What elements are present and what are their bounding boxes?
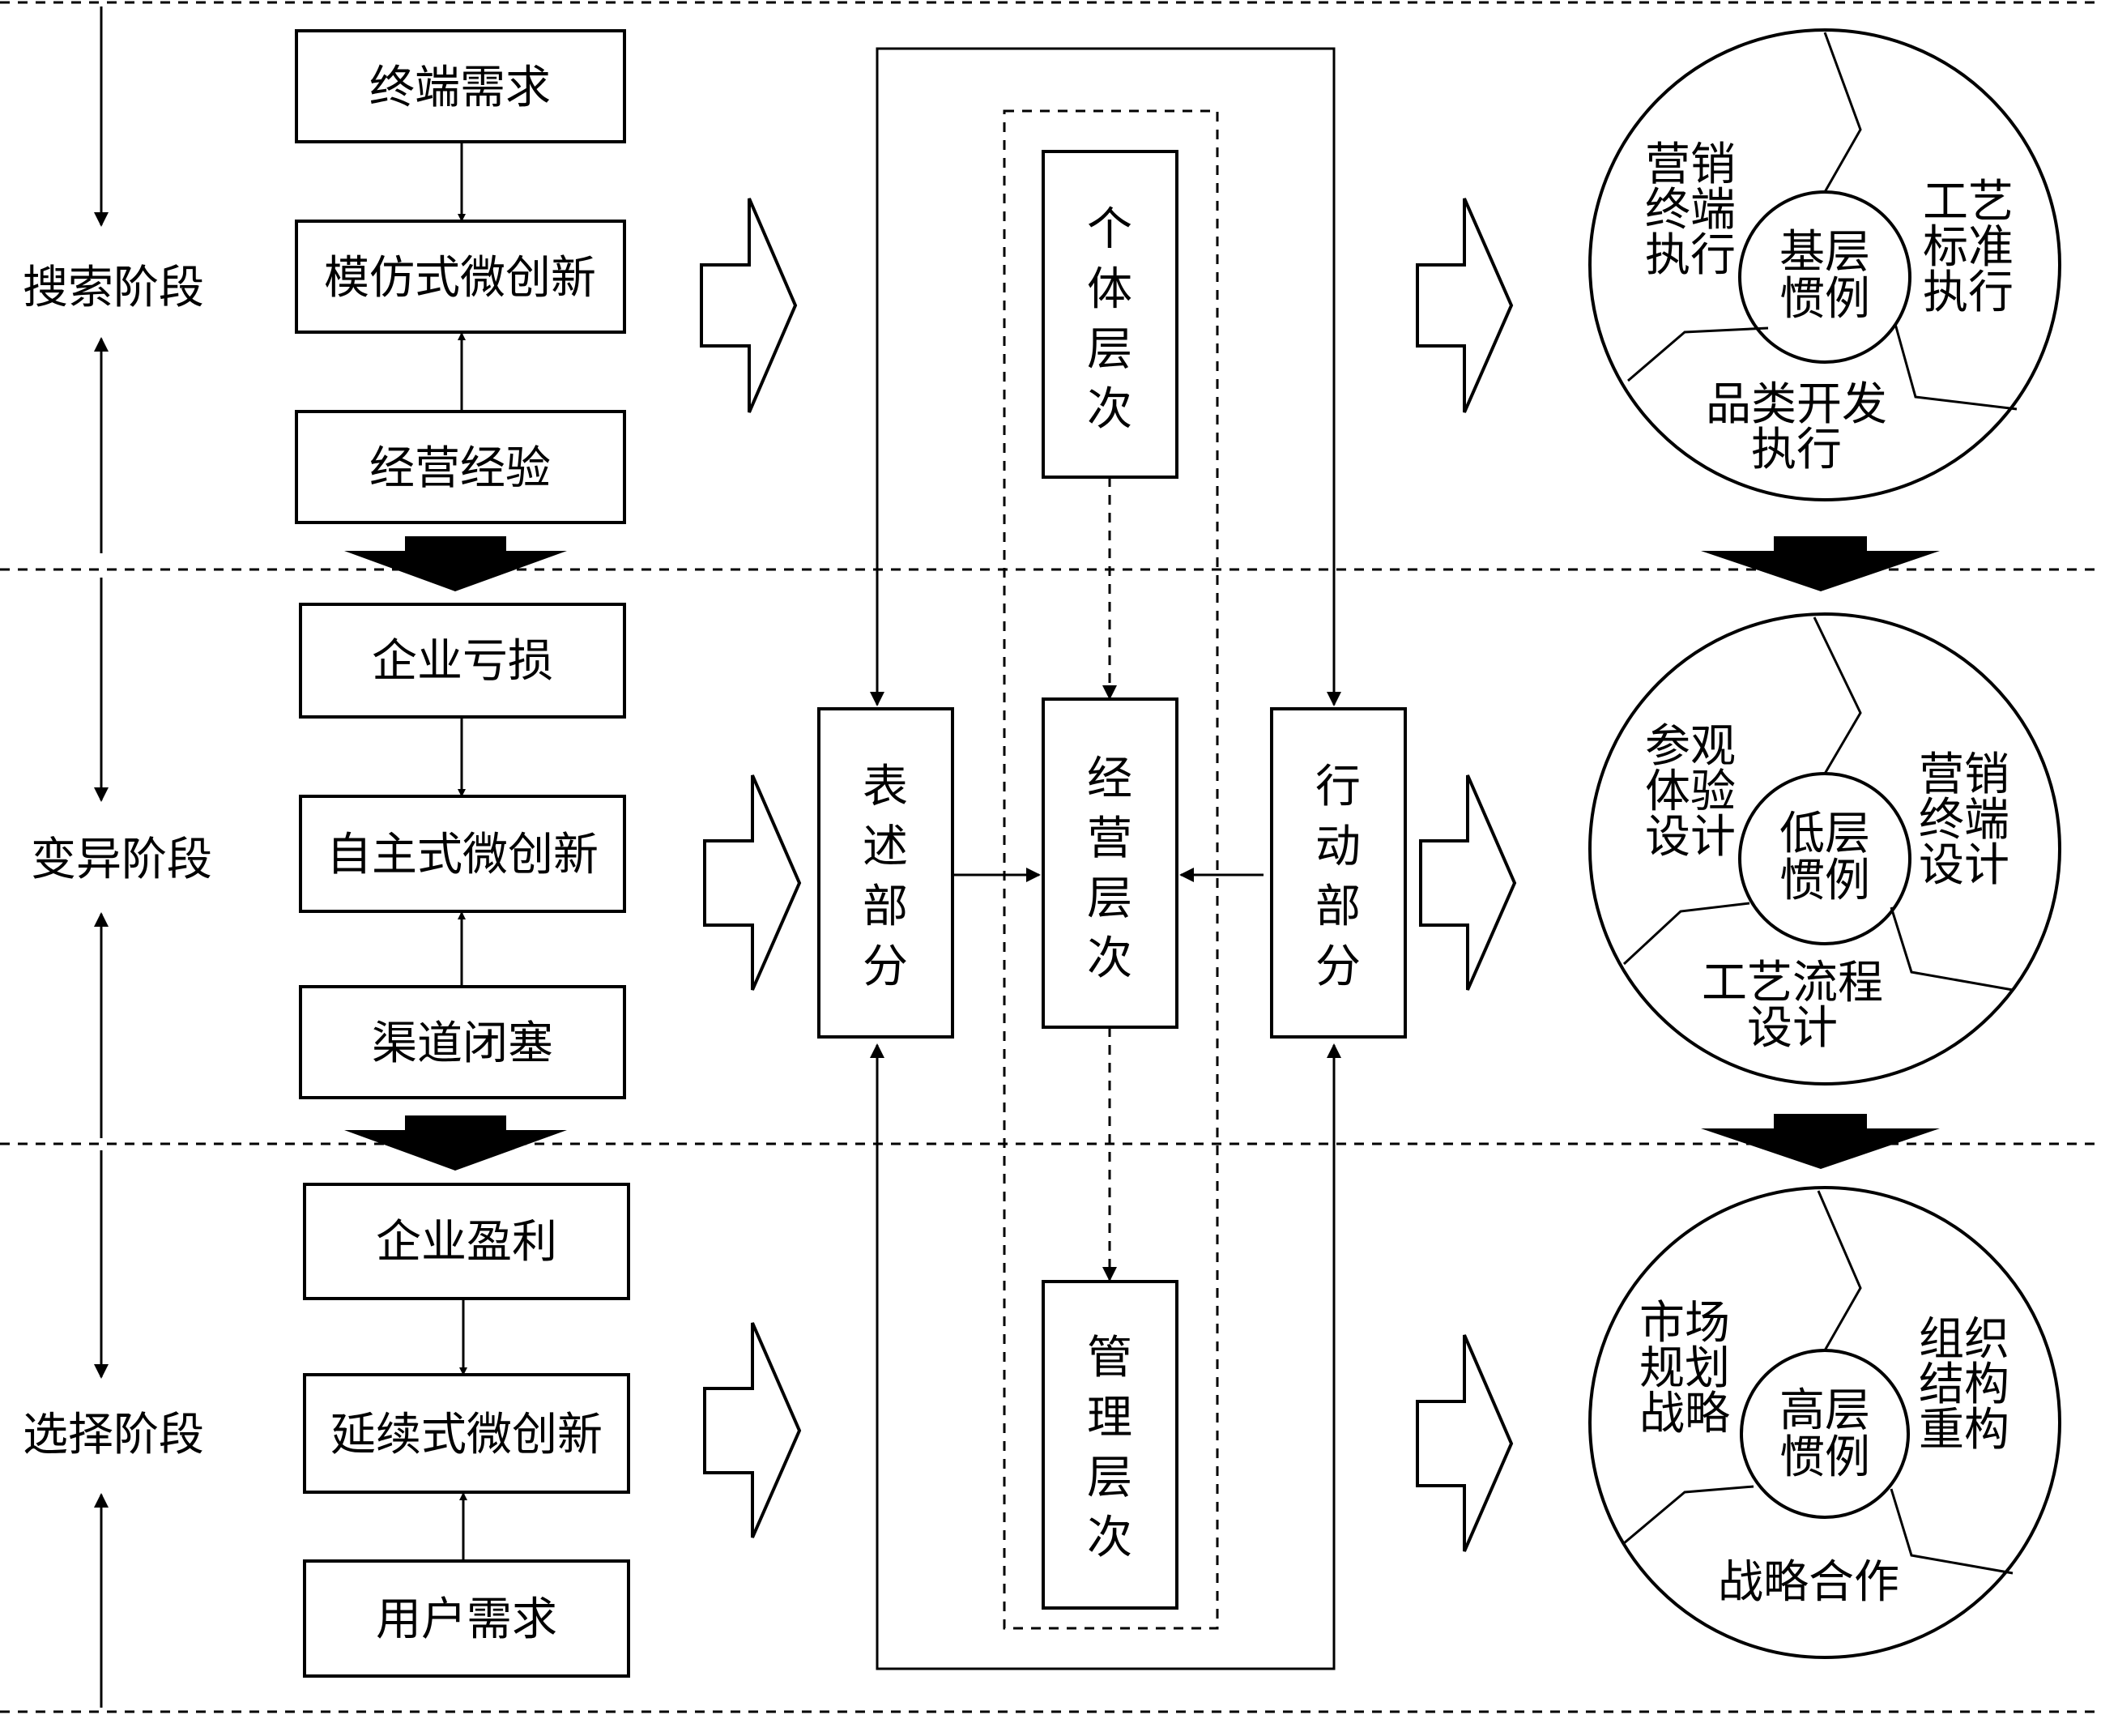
circle-3-center-label: 高层惯例 [1779,1384,1870,1484]
node-enterprise-profit-label: 企业盈利 [376,1216,557,1269]
transition-arrow-left-1 [344,536,567,591]
node-autonomous-micro-innovation-label: 自主式微创新 [326,829,599,881]
node-ostensive-part-label: 表述部分 [863,761,908,993]
circle-2-divider-2 [1622,902,1750,966]
node-continuous-micro-innovation-label: 延续式微创新 [330,1409,603,1461]
stage-label-selection: 选择阶段 [23,1409,204,1461]
center-structure: 个体层次 经营层次 管理层次 表述部分 行动部分 [817,47,1407,1670]
node-individual-level [1042,150,1178,479]
circle-1-segment-right: 工艺标准执行 [1923,176,2014,319]
node-terminal-demand-label: 终端需求 [369,62,551,114]
node-business-experience-label: 经营经验 [369,442,551,495]
circle-3-segment-right: 组织结构重构 [1919,1313,2009,1457]
node-individual-level-label: 个体层次 [1087,203,1132,436]
circle-2-divider-3 [1890,906,2014,992]
node-enterprise-loss [299,603,626,719]
node-management-level [1042,1280,1178,1610]
node-performative-part [1270,707,1407,1039]
node-channel-blocked-label: 渠道闭塞 [372,1017,553,1070]
circle-2-center-label: 低层惯例 [1779,808,1870,907]
node-enterprise-profit [303,1183,630,1300]
node-imitative-micro-innovation-label: 模仿式微创新 [324,252,596,305]
circle-1-segment-left: 营销终端执行 [1645,139,1736,282]
node-business-experience [295,410,626,524]
node-channel-blocked [299,985,626,1099]
circle-1-divider-2 [1627,326,1769,382]
outer-frame-bottom [876,1045,1336,1670]
left-group-search: 终端需求 模仿式微创新 经营经验 [295,29,626,591]
circle-3-divider-1 [1817,1190,1862,1351]
block-arrow-left-2 [703,774,802,991]
circle-texts: 基层惯例 营销终端执行 工艺标准执行 品类开发执行 低层惯例 参观体验设计 营销… [1639,139,2014,1609]
left-group-selection: 企业盈利 延续式微创新 用户需求 [303,1183,630,1678]
node-enterprise-loss-label: 企业亏损 [372,635,553,688]
transition-arrow-left-2 [344,1115,567,1171]
circle-3-divider-2 [1623,1485,1754,1545]
circle-2-segment-left: 参观体验设计 [1645,720,1736,864]
node-autonomous-micro-innovation [299,795,626,913]
node-terminal-demand [295,29,626,143]
circle-1-segment-bottom: 品类开发执行 [1706,378,1887,476]
circle-1-divider-3 [1894,323,2018,411]
node-management-level-label: 管理层次 [1087,1332,1132,1564]
circle-2-segment-right: 营销终端设计 [1919,749,2009,892]
block-arrow-right-2 [1419,774,1517,991]
circle-2-divider-1 [1813,616,1862,774]
transition-arrow-right-2 [1701,1114,1940,1169]
inner-dashed-frame [1003,109,1219,1630]
stage-label-search: 搜索阶段 [23,262,204,314]
routine-circle-low [1588,612,2061,1086]
node-user-demand [303,1559,630,1678]
block-arrow-right-3 [1416,1334,1514,1552]
block-arrow-left-3 [703,1322,802,1538]
node-business-level-label: 经营层次 [1087,753,1132,985]
block-arrow-right-1 [1416,198,1514,413]
circle-3-segment-bottom: 战略合作 [1718,1556,1899,1609]
node-user-demand-label: 用户需求 [376,1593,557,1646]
stage-label-variation: 变异阶段 [31,834,212,886]
node-imitative-micro-innovation [295,220,626,334]
block-arrows-right [1416,198,1517,1552]
node-continuous-micro-innovation [303,1373,630,1494]
circle-2-segment-bottom: 工艺流程设计 [1702,957,1883,1055]
block-arrows-left [700,198,802,1538]
node-performative-part-label: 行动部分 [1315,761,1361,993]
circle-1-divider-1 [1823,32,1862,193]
transition-arrow-right-1 [1701,536,1940,591]
block-arrow-left-1 [700,198,798,413]
node-business-level [1042,697,1178,1029]
left-group-variation: 企业亏损 自主式微创新 渠道闭塞 [299,603,626,1171]
outer-frame-top [876,47,1336,701]
node-ostensive-part [817,707,954,1039]
circle-1-center-label: 基层惯例 [1779,226,1870,326]
routine-circle-high [1588,1186,2061,1659]
stage-column: 搜索阶段 变异阶段 选择阶段 [23,6,212,1708]
circle-3-segment-left: 市场规划战略 [1639,1297,1730,1440]
circle-3-divider-3 [1890,1488,2014,1575]
routine-circle-basic [1588,28,2061,501]
